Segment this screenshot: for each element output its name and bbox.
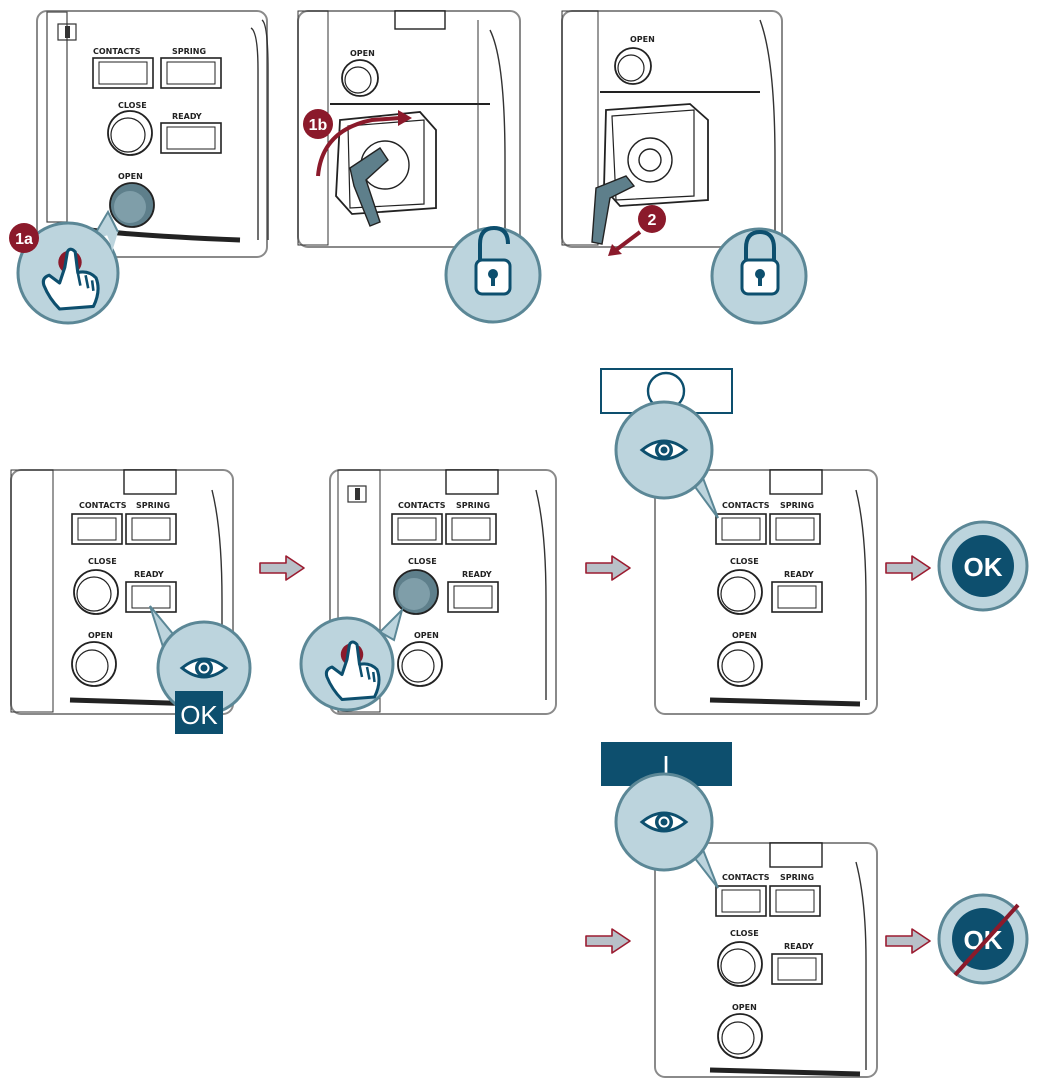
ready-label: READY — [172, 112, 202, 121]
step-1a-badge: 1a — [15, 231, 33, 248]
ready-label-a: READY — [134, 570, 164, 579]
step-1b-panel: OPEN 1b — [297, 10, 521, 248]
eye-icon — [640, 811, 688, 833]
close-press-callout — [299, 606, 404, 712]
open-label-2: OPEN — [350, 49, 375, 58]
arrow-right-icon — [885, 928, 931, 954]
close-label-d: CLOSE — [730, 929, 759, 938]
arrow-right-icon — [585, 555, 631, 581]
indicator-closed-callout: I — [601, 742, 732, 889]
contacts-label-b: CONTACTS — [398, 501, 446, 510]
arrow-right-icon — [259, 555, 305, 581]
close-label-a: CLOSE — [88, 557, 117, 566]
spring-label-a: SPRING — [136, 501, 170, 510]
step-1b-badge: 1b — [309, 117, 328, 134]
ready-label-b: READY — [462, 570, 492, 579]
open-label-a: OPEN — [88, 631, 113, 640]
step-2-badge: 2 — [648, 212, 657, 229]
step-2-panel: OPEN 2 — [561, 10, 783, 256]
indicator-closed-symbol: I — [662, 750, 670, 781]
spring-label: SPRING — [172, 47, 206, 56]
indicator-open-callout — [600, 368, 733, 519]
arrow-right-icon — [885, 555, 931, 581]
spring-label-c: SPRING — [780, 501, 814, 510]
arrow-right-icon — [585, 928, 631, 954]
spring-label-b: SPRING — [456, 501, 490, 510]
contacts-label-c: CONTACTS — [722, 501, 770, 510]
ok-icon: OK — [937, 520, 1029, 612]
contacts-label: CONTACTS — [93, 47, 141, 56]
open-label-3: OPEN — [630, 35, 655, 44]
indicator-open-panel: CONTACTS SPRING CLOSE READY OPEN — [654, 469, 878, 715]
ready-eye-callout: OK — [149, 605, 252, 734]
contacts-label-d: CONTACTS — [722, 873, 770, 882]
ready-ok-badge: OK — [180, 700, 218, 730]
close-label: CLOSE — [118, 101, 147, 110]
open-label: OPEN — [118, 172, 143, 181]
close-label-b: CLOSE — [408, 557, 437, 566]
contacts-label-a: CONTACTS — [79, 501, 127, 510]
eye-icon — [640, 439, 688, 461]
step-1a-callout: 1a — [9, 209, 120, 325]
eye-icon — [180, 657, 228, 679]
unlock-callout — [444, 225, 542, 324]
ready-label-d: READY — [784, 942, 814, 951]
unlock-icon — [474, 225, 512, 296]
step-1a-panel: CONTACTS SPRING CLOSE READY OPEN — [36, 10, 269, 258]
open-label-c: OPEN — [732, 631, 757, 640]
open-label-d: OPEN — [732, 1003, 757, 1012]
lock-callout — [710, 227, 808, 325]
indicator-closed-panel: CONTACTS SPRING CLOSE READY OPEN — [654, 842, 878, 1078]
lock-icon — [740, 229, 780, 296]
not-ok-icon: OK — [937, 893, 1029, 985]
ready-label-c: READY — [784, 570, 814, 579]
close-label-c: CLOSE — [730, 557, 759, 566]
spring-label-d: SPRING — [780, 873, 814, 882]
result-ok-text: OK — [964, 552, 1003, 582]
open-label-b: OPEN — [414, 631, 439, 640]
